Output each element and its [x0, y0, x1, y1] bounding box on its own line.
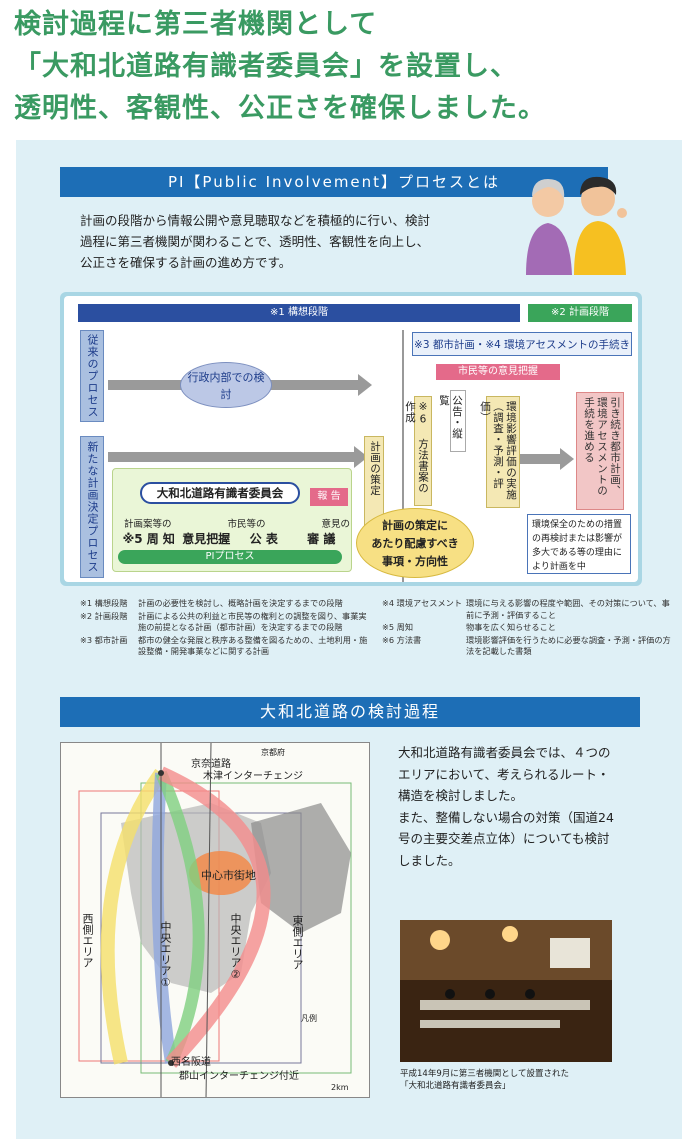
new-process-label: 新たな計画決定プロセス [80, 436, 104, 578]
next-steps-box: 引き続き都市計画、環境アセスメントの手続を進める [576, 392, 624, 510]
map-label-west: 西側エリア [81, 913, 94, 968]
caption-line: 平成14年9月に第三者機関として設置された [400, 1069, 569, 1079]
map-scale: 2km [331, 1083, 349, 1092]
env-measures-box: 環境保全のための措置の再検討または影響が多大である等の理由により計画を中 [527, 514, 631, 574]
phase-divider [402, 330, 404, 582]
consider-line: 事項・方向性 [382, 555, 448, 568]
route-description: 大和北道路有識者委員会では、４つの エリアにおいて、考えられるルート・ 構造を検… [398, 742, 658, 871]
consider-line: あたり配慮すべき [371, 537, 459, 550]
consideration-ellipse: 計画の策定に あたり配慮すべき 事項・方向性 [356, 508, 474, 578]
step-deliberation: 審 議 [292, 528, 350, 549]
map-label-north2: 木津インターチェンジ [203, 771, 303, 782]
pi-desc-line: 計画の段階から情報公開や意見聴取などを積極的に行い、検討 [80, 213, 431, 228]
route-desc-line: エリアにおいて、考えられるルート・ [398, 766, 610, 782]
map-label-central2: 中央エリア② [229, 913, 242, 981]
people-illustration [526, 176, 627, 275]
map-label-center: 中心市街地 [201, 869, 256, 882]
footnote: ※5 周知物事を広く知らせること [382, 622, 556, 632]
committee-photo [400, 920, 612, 1062]
eia-arrow [520, 448, 574, 470]
headline: 検討過程に第三者機関として 「大和北道路有識者委員会」を設置し、 透明性、客観性… [14, 4, 684, 130]
step-label: 市民等の [227, 519, 266, 530]
headline-line-2: 「大和北道路有識者委員会」を設置し、 [14, 51, 518, 82]
footnote: ※2 計画段階計画による公共の利益と市民等の権利との調整を図り、事業実施の前提と… [80, 610, 367, 633]
opinion-box: 市民等の意見把握 [436, 364, 560, 380]
pi-section-title: PI【Public Involvement】プロセスとは [60, 167, 608, 197]
map-label-south1: 西名阪道 [171, 1057, 211, 1068]
headline-line-3: 透明性、客観性、公正さを確保しました。 [14, 93, 546, 124]
route-desc-line: 号の主要交差点立体）についても検討 [398, 831, 610, 846]
footnote: ※1 構想段階計画の必要性を検討し、概略計画を決定するまでの段階 [80, 598, 343, 608]
headline-line-1: 検討過程に第三者機関として [14, 9, 378, 40]
map-legend: 凡例 [301, 1014, 317, 1023]
step-label: 意見の [321, 519, 350, 530]
photo-caption: 平成14年9月に第三者機関として設置された 「大和北道路有識者委員会」 [400, 1068, 640, 1092]
step-notice: ※5 周 知 [120, 528, 178, 549]
phase-concept-label: ※1 構想段階 [78, 304, 520, 322]
map-label-east: 東側エリア [291, 915, 304, 970]
method-document-box: ※6 方法書案の作成 [404, 396, 432, 506]
footnote: ※4 環境アセスメント環境に与える影響の程度や範囲、その対策について、事前に予測… [382, 598, 670, 620]
pi-description: 計画の段階から情報公開や意見聴取などを積極的に行い、検討 過程に第三者機関が関わ… [80, 210, 510, 273]
plan-decision-box: 計画の策定 [364, 436, 384, 526]
eia-box: 環境影響評価の実施（調査・予測・評価） [479, 396, 520, 508]
consider-line: 計画の策定に [382, 519, 448, 532]
route-desc-line: しました。 [398, 852, 461, 868]
committee-photo-graphic [400, 920, 612, 1062]
step-label: 計画案等の [124, 519, 172, 530]
pi-steps: ※5 周 知 意見把握 公 表 審 議 [120, 528, 350, 549]
map-label-central1: 中央エリア① [159, 921, 172, 989]
map-label-kyoto: 京都府 [261, 748, 285, 757]
phase-plan-label: ※2 計画段階 [528, 304, 632, 322]
pi-desc-line: 過程に第三者機関が関わることで、透明性、客観性を向上し、 [80, 234, 430, 249]
footnote: ※3 都市計画都市の健全な発展と秩序ある整備を図るための、土地利用・施設整備・開… [80, 634, 368, 657]
route-map-graphic [61, 743, 369, 1097]
notice-box: 公告・縦覧 [438, 390, 466, 452]
route-desc-line: 大和北道路有識者委員会では、４つの [398, 745, 611, 760]
caption-line: 「大和北道路有識者委員会」 [400, 1081, 511, 1091]
route-desc-line: また、整備しない場合の対策（国道24 [398, 809, 614, 825]
route-desc-line: 構造を検討しました。 [398, 788, 524, 803]
route-map: 京奈道路 木津インターチェンジ 京都府 中心市街地 西側エリア 中央エリア① 中… [60, 742, 370, 1098]
footnote: ※6 方法書環境影響評価を行うために必要な調査・予測・評価の方法を記載した書類 [382, 634, 671, 657]
committee-label: 大和北道路有識者委員会 [140, 482, 300, 504]
pi-desc-line: 公正さを確保する計画の進め方です。 [80, 255, 292, 270]
map-label-north1: 京奈道路 [191, 759, 231, 770]
new-process-arrow [108, 446, 368, 468]
pi-process-strip: PIプロセス [118, 550, 342, 564]
step-opinion: 意見把握 [177, 528, 235, 549]
step-labels: 計画案等の 市民等の 意見の [124, 516, 350, 530]
step-publish: 公 表 [235, 528, 293, 549]
internal-review-ellipse: 行政内部での検 討 [180, 362, 272, 408]
city-plan-eia-box: ※3 都市計画・※4 環境アセスメントの手続き [412, 332, 632, 356]
old-process-label: 従来のプロセス [80, 330, 104, 422]
map-label-south2: 郡山インターチェンジ付近 [179, 1071, 299, 1082]
report-label: 報 告 [310, 488, 348, 506]
route-section-title: 大和北道路の検討過程 [60, 697, 640, 727]
